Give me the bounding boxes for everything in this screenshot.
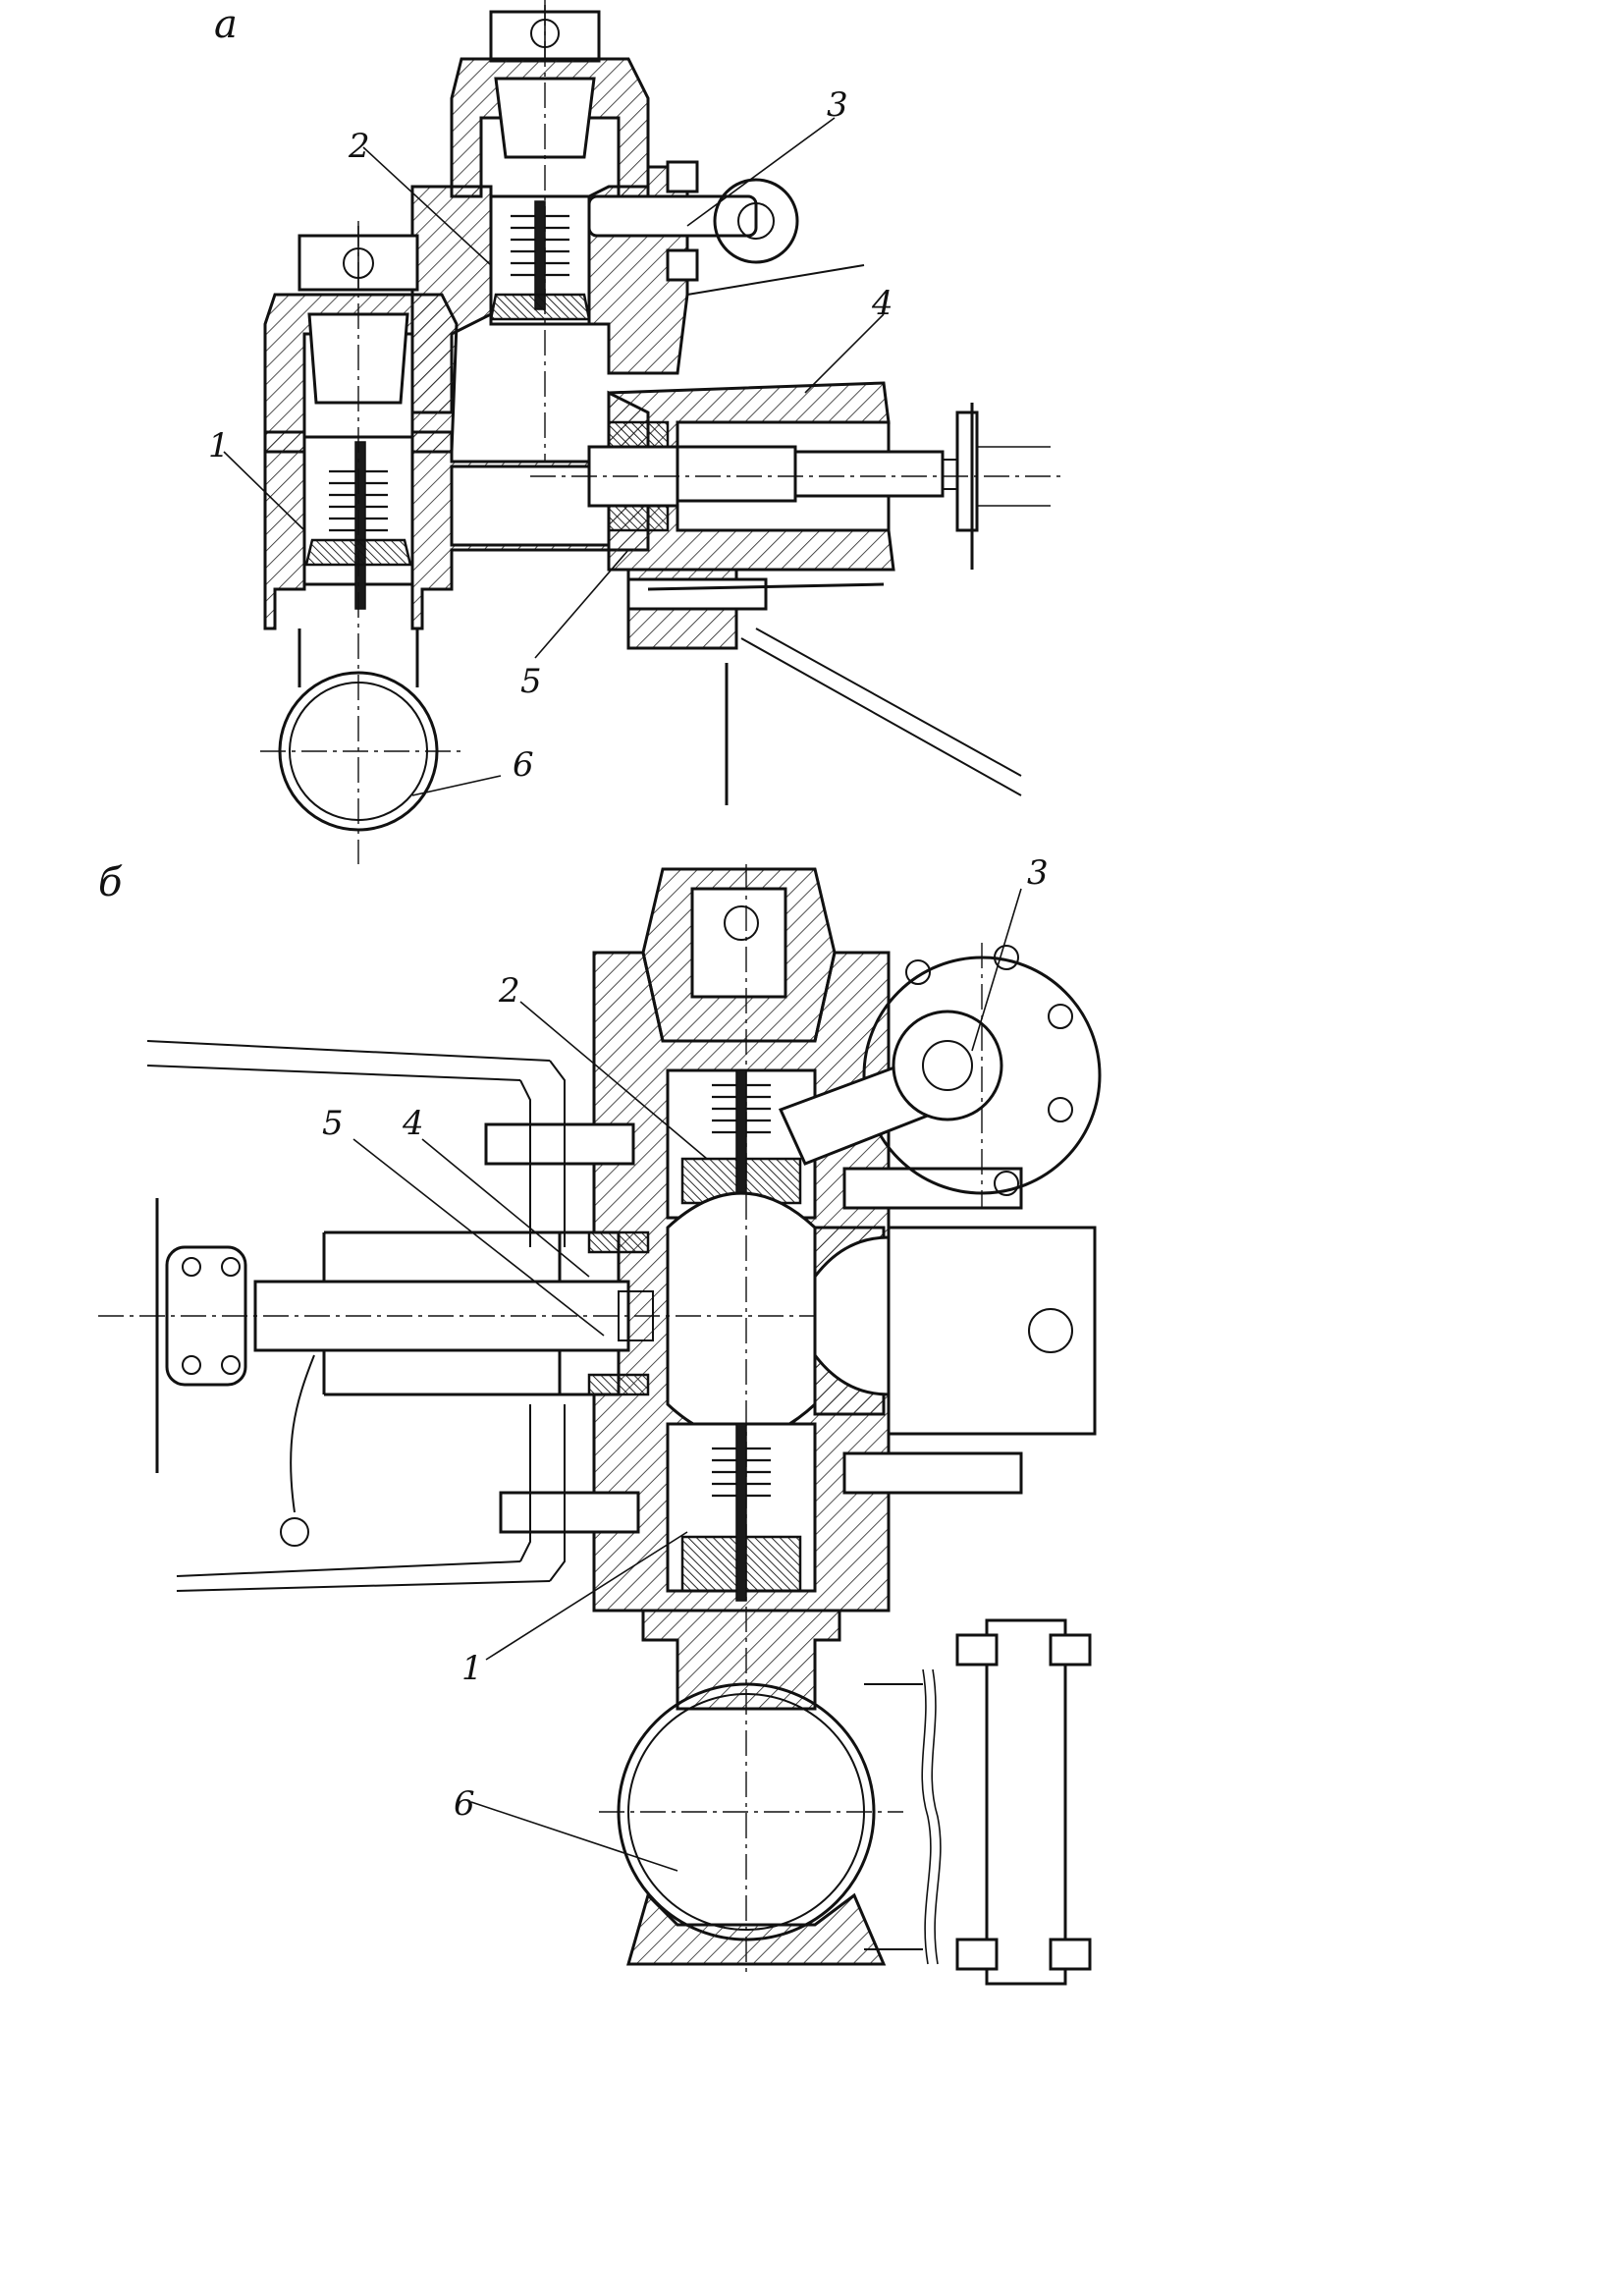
panel-b-flange-drawing <box>778 943 1102 1208</box>
panel-b-callout-6: 6 <box>454 1784 475 1824</box>
panel-a-callout-1: 1 <box>208 426 230 465</box>
panel-a-callout-4: 4 <box>871 284 893 323</box>
panel-b-callout-3: 3 <box>1027 853 1049 893</box>
panel-b-cylinder-drawing <box>98 1198 1080 1547</box>
panel-b-suction-pipe-drawing <box>599 1609 1092 1986</box>
panel-b-right-housing-drawing <box>813 1226 1097 1436</box>
panel-b-bolts-drawing <box>484 1122 1023 1534</box>
panel-b-callout-2: 2 <box>498 971 520 1011</box>
panel-a-callout-2: 2 <box>348 127 370 166</box>
panel-b-callout-4: 4 <box>402 1104 424 1143</box>
panel-b-bracket-drawing <box>146 1040 566 1592</box>
panel-a-letter: а <box>214 2 238 47</box>
panel-a-bracket-drawing <box>626 568 1022 805</box>
panel-b-top-cap-drawing <box>641 867 837 1043</box>
panel-b-drawing <box>98 864 1102 1986</box>
panel-b-callout-5: 5 <box>322 1104 344 1143</box>
panel-b-callout-1: 1 <box>461 1649 483 1688</box>
panel-a-cylinder-drawing <box>530 381 1060 572</box>
panel-b-letter: б <box>98 860 123 905</box>
panel-a-upper-valve-cap-drawing <box>450 5 650 198</box>
panel-a-suction-pipe-drawing <box>260 629 461 832</box>
panel-a-drawing <box>223 0 1060 864</box>
panel-a-callout-6: 6 <box>513 745 534 785</box>
panel-a-callout-3: 3 <box>827 85 848 125</box>
panel-a-callout-5: 5 <box>520 662 542 701</box>
